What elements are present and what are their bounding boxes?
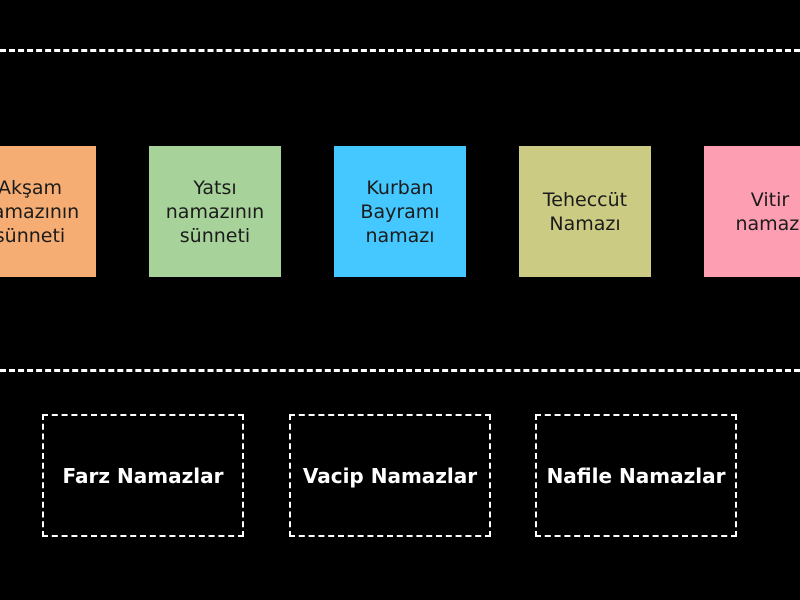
card-aksam-namazinin-sunneti[interactable]: Akşam namazının sünneti <box>0 146 96 277</box>
card-vitir-namazi[interactable]: Vitir namazı <box>704 146 800 277</box>
drop-zone-farz-namazlar[interactable]: Farz Namazlar <box>42 414 244 537</box>
card-label: Kurban Bayramı namazı <box>360 176 440 247</box>
card-yatsi-namazinin-sunneti[interactable]: Yatsı namazının sünneti <box>149 146 281 277</box>
card-label: Vitir namazı <box>735 188 800 235</box>
drop-zone-label: Farz Namazlar <box>62 463 224 488</box>
drop-zone-label: Nafile Namazlar <box>546 463 726 488</box>
card-label: Akşam namazının sünneti <box>0 176 80 247</box>
drop-zone-nafile-namazlar[interactable]: Nafile Namazlar <box>535 414 737 537</box>
middle-dashed-divider <box>0 369 800 372</box>
card-kurban-bayrami-namazi[interactable]: Kurban Bayramı namazı <box>334 146 466 277</box>
card-teheccut-namazi[interactable]: Teheccüt Namazı <box>519 146 651 277</box>
drop-zone-vacip-namazlar[interactable]: Vacip Namazlar <box>289 414 491 537</box>
drop-zone-label: Vacip Namazlar <box>302 463 478 488</box>
card-label: Yatsı namazının sünneti <box>165 176 265 247</box>
card-label: Teheccüt Namazı <box>542 188 628 235</box>
top-dashed-divider <box>0 49 800 52</box>
